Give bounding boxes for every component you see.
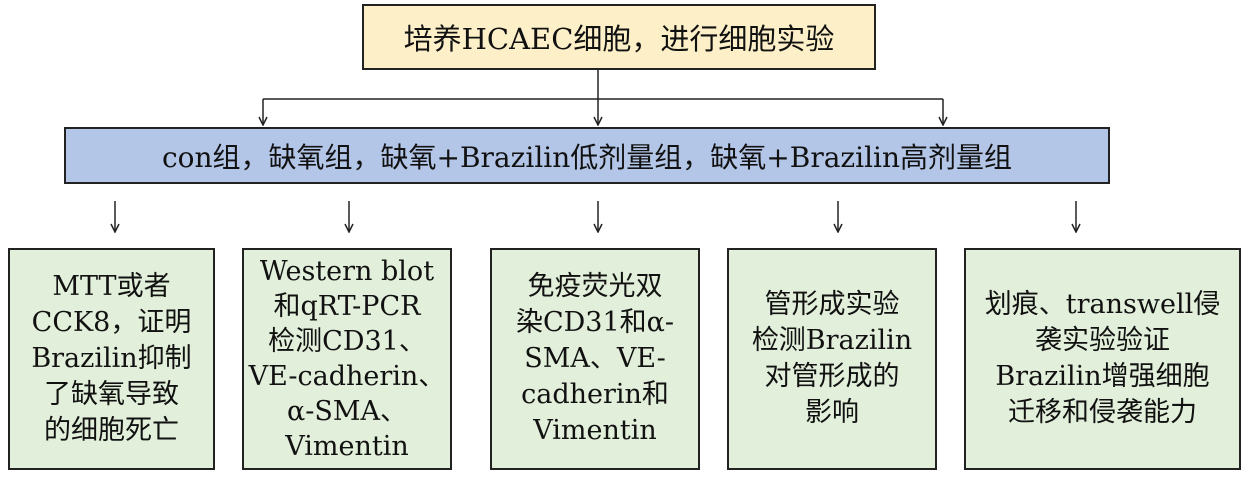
- cell-culture-label: 培养HCAEC细胞，进行细胞实验: [403, 22, 835, 56]
- method-line: cadherin和: [521, 379, 669, 410]
- method-line: 管形成实验: [764, 289, 900, 320]
- method-line: 了缺氧导致: [44, 379, 179, 410]
- cell-culture-box: 培养HCAEC细胞，进行细胞实验: [362, 4, 876, 70]
- method-box-viability: MTT或者 CCK8，证明 Brazilin抑制 了缺氧导致 的细胞死亡: [8, 248, 215, 470]
- method-line: Vimentin: [285, 431, 409, 462]
- method-line: 迁移和侵袭能力: [1008, 397, 1197, 428]
- method-line: 检测CD31、: [268, 326, 426, 357]
- method-line: SMA、VE-: [524, 343, 666, 374]
- method-box-western-blot: Western blot 和qRT-PCR 检测CD31、 VE-cadheri…: [242, 248, 452, 470]
- method-line: Western blot: [259, 256, 435, 287]
- method-line: MTT或者: [52, 271, 171, 302]
- method-line: 袭实验验证: [1035, 325, 1170, 356]
- method-line: Brazilin增强细胞: [995, 361, 1210, 392]
- method-line: 划痕、transwell侵: [984, 289, 1221, 320]
- method-line: VE-cadherin、: [248, 361, 446, 392]
- method-box-immunofluorescence: 免疫荧光双 染CD31和α- SMA、VE- cadherin和 Vimenti…: [490, 248, 700, 470]
- method-box-migration-invasion: 划痕、transwell侵 袭实验验证 Brazilin增强细胞 迁移和侵袭能力: [964, 248, 1241, 470]
- method-line: 染CD31和α-: [515, 307, 675, 338]
- method-line: Vimentin: [533, 415, 657, 446]
- method-box-tube-formation: 管形成实验 检测Brazilin 对管形成的 影响: [727, 248, 937, 470]
- method-line: CCK8，证明: [31, 307, 192, 338]
- method-line: 对管形成的: [764, 361, 900, 392]
- experiment-groups-label: con组，缺氧组，缺氧+Brazilin低剂量组，缺氧+Brazilin高剂量组: [161, 140, 1013, 174]
- method-line: 免疫荧光双: [527, 271, 663, 302]
- method-line: 的细胞死亡: [44, 415, 179, 446]
- method-line: 影响: [805, 397, 859, 428]
- method-line: Brazilin抑制: [31, 343, 192, 374]
- experiment-groups-box: con组，缺氧组，缺氧+Brazilin低剂量组，缺氧+Brazilin高剂量组: [64, 127, 1110, 184]
- method-line: 和qRT-PCR: [273, 291, 421, 322]
- method-line: 检测Brazilin: [751, 325, 913, 356]
- method-line: α-SMA、: [286, 396, 407, 427]
